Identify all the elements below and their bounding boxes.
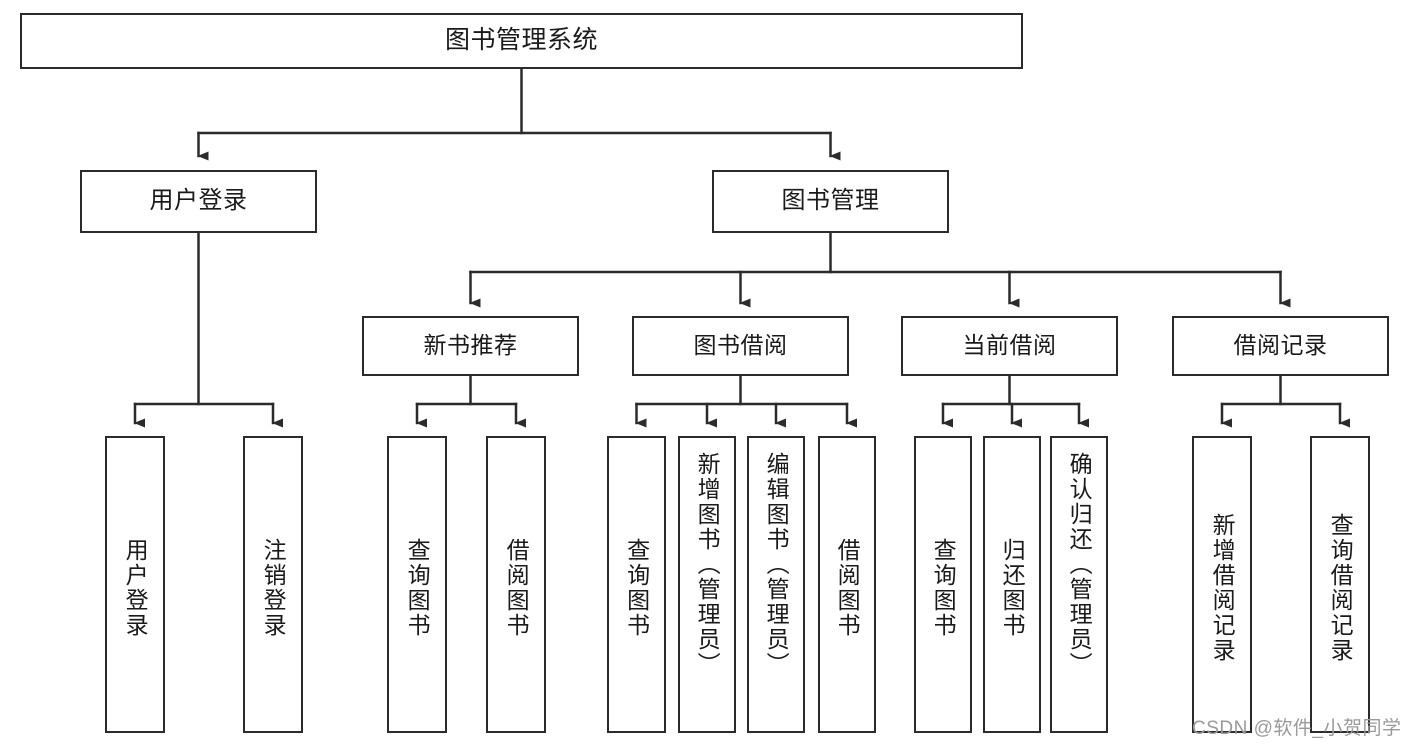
node-leaf-query-book-3[interactable]: 查询图书 xyxy=(914,436,972,733)
node-leaf-edit-book[interactable]: 编辑图书（管理员） xyxy=(747,436,805,733)
node-current-borrow[interactable]: 当前借阅 xyxy=(901,316,1118,376)
csdn-watermark: CSDN @软件_小贺同学 xyxy=(1192,718,1402,739)
node-leaf-query-book-1-label: 查询图书 xyxy=(404,537,431,638)
leaf-text-wrap: 新增图书（管理员） xyxy=(680,444,734,731)
leaf-text-wrap: 查询图书 xyxy=(609,444,664,731)
node-leaf-add-book[interactable]: 新增图书（管理员） xyxy=(678,436,736,733)
node-book-manage-label: 图书管理 xyxy=(781,187,880,215)
node-leaf-add-book-label: 新增图书（管理员） xyxy=(694,452,721,677)
node-leaf-confirm-return[interactable]: 确认归还（管理员） xyxy=(1050,436,1108,733)
leaf-text-wrap: 查询图书 xyxy=(916,444,970,731)
leaf-text-wrap: 借阅图书 xyxy=(488,444,544,731)
node-leaf-logout-label: 注销登录 xyxy=(260,537,287,638)
node-borrow-record[interactable]: 借阅记录 xyxy=(1172,316,1389,376)
node-leaf-user-login-label: 用户登录 xyxy=(122,537,149,638)
node-root[interactable]: 图书管理系统 xyxy=(20,13,1023,69)
node-root-label: 图书管理系统 xyxy=(444,26,598,55)
node-book-manage[interactable]: 图书管理 xyxy=(712,170,949,233)
node-leaf-query-book-2-label: 查询图书 xyxy=(623,537,650,638)
node-leaf-borrow-book-2-label: 借阅图书 xyxy=(834,537,861,638)
node-leaf-query-book-2[interactable]: 查询图书 xyxy=(607,436,666,733)
node-leaf-confirm-return-label: 确认归还（管理员） xyxy=(1066,452,1093,677)
node-user-login[interactable]: 用户登录 xyxy=(80,170,317,233)
leaf-text-wrap: 借阅图书 xyxy=(820,444,874,731)
leaf-text-wrap: 用户登录 xyxy=(107,444,163,731)
node-user-login-label: 用户登录 xyxy=(149,187,248,215)
node-current-borrow-label: 当前借阅 xyxy=(962,332,1057,359)
node-leaf-add-record[interactable]: 新增借阅记录 xyxy=(1192,436,1252,733)
node-leaf-return-book-label: 归还图书 xyxy=(999,537,1026,638)
node-leaf-edit-book-label: 编辑图书（管理员） xyxy=(763,452,790,677)
leaf-text-wrap: 查询借阅记录 xyxy=(1312,444,1368,731)
node-leaf-return-book[interactable]: 归还图书 xyxy=(983,436,1041,733)
node-book-borrow[interactable]: 图书借阅 xyxy=(632,316,849,376)
node-leaf-borrow-book-2[interactable]: 借阅图书 xyxy=(818,436,876,733)
node-leaf-user-login[interactable]: 用户登录 xyxy=(105,436,165,733)
leaf-text-wrap: 注销登录 xyxy=(245,444,301,731)
node-leaf-logout[interactable]: 注销登录 xyxy=(243,436,303,733)
node-leaf-query-book-1[interactable]: 查询图书 xyxy=(387,436,447,733)
node-leaf-borrow-book-1-label: 借阅图书 xyxy=(503,537,530,638)
node-new-book-rec-label: 新书推荐 xyxy=(423,332,518,359)
node-new-book-rec[interactable]: 新书推荐 xyxy=(362,316,579,376)
node-leaf-add-record-label: 新增借阅记录 xyxy=(1209,512,1236,663)
leaf-text-wrap: 归还图书 xyxy=(985,444,1039,731)
node-borrow-record-label: 借阅记录 xyxy=(1233,332,1328,359)
leaf-text-wrap: 编辑图书（管理员） xyxy=(749,444,803,731)
node-leaf-query-record-label: 查询借阅记录 xyxy=(1327,512,1354,663)
leaf-text-wrap: 查询图书 xyxy=(389,444,445,731)
node-leaf-query-record[interactable]: 查询借阅记录 xyxy=(1310,436,1370,733)
node-leaf-borrow-book-1[interactable]: 借阅图书 xyxy=(486,436,546,733)
node-book-borrow-label: 图书借阅 xyxy=(693,332,788,359)
node-leaf-query-book-3-label: 查询图书 xyxy=(930,537,957,638)
leaf-text-wrap: 确认归还（管理员） xyxy=(1052,444,1106,731)
leaf-text-wrap: 新增借阅记录 xyxy=(1194,444,1250,731)
